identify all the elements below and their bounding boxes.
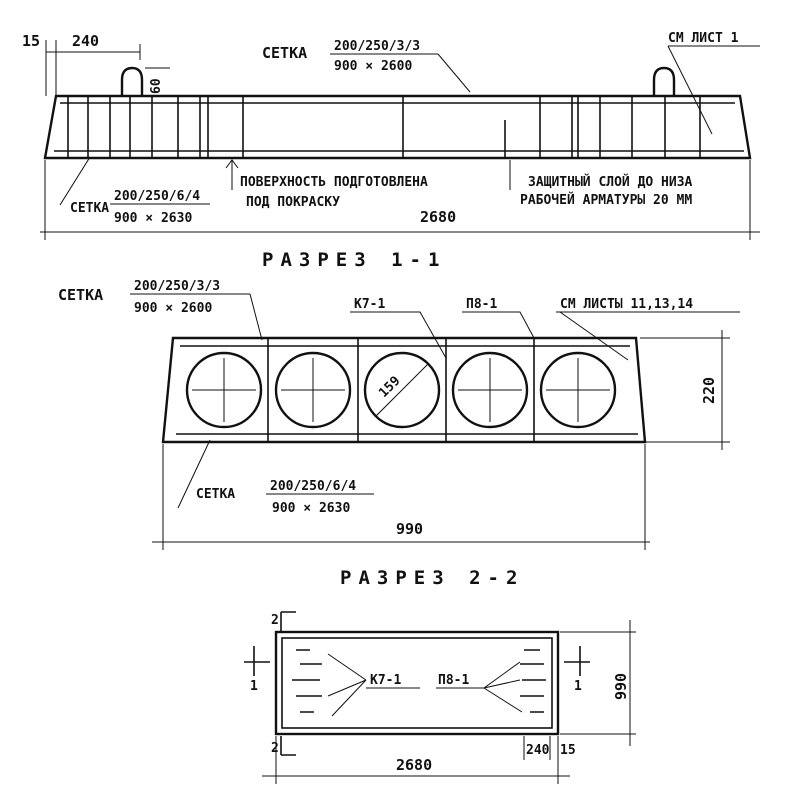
- surface-note-line1: ПОВЕРХНОСТЬ ПОДГОТОВЛЕНА: [240, 175, 428, 190]
- section-2-dim-240: 240: [526, 743, 550, 758]
- section-2-dim-2680: 2680: [396, 756, 432, 774]
- mesh-bottom-num: 200/250/6/4: [114, 189, 200, 204]
- section-2-2: РАЗРЕЗ 2-2 2 2 1 1 К7-1 П8-1 990 240 15 …: [244, 567, 636, 784]
- cut-mark-1-left: [244, 646, 270, 676]
- surface-arrow: [225, 159, 239, 190]
- k7-leader: [327, 653, 367, 717]
- void-hole-3: [363, 351, 441, 429]
- section-1-mesh-bottom-word: СЕТКА: [196, 487, 235, 502]
- cut-mark-2-bottom-label: 2: [271, 741, 279, 756]
- void-holes: [185, 351, 617, 429]
- mesh-top-num: 200/250/3/3: [334, 39, 420, 54]
- mesh-top-word: СЕТКА: [262, 44, 307, 62]
- section-1-mesh-top-den: 900 × 2600: [134, 301, 212, 316]
- slab-elevation: 15 240 60 СЕТКА 200/250/3/3 900 × 2600 С…: [22, 31, 760, 240]
- void-hole-1: [185, 351, 263, 429]
- cut-mark-1-right: [564, 646, 590, 676]
- cut-mark-1-right-label: 1: [574, 679, 582, 694]
- section-2-dim-990: 990: [612, 673, 630, 700]
- dim-60: 60: [149, 78, 164, 94]
- rebar-verticals: [67, 96, 701, 158]
- cover-note-line1: ЗАЩИТНЫЙ СЛОЙ ДО НИЗА: [528, 174, 693, 190]
- section-2-title: РАЗРЕЗ 2-2: [340, 567, 524, 589]
- cut-mark-2-bottom: [280, 736, 296, 756]
- mesh-top-leader: [437, 53, 471, 93]
- mesh-bottom-den: 900 × 2630: [114, 211, 192, 226]
- section-1-mesh-top-bar: [130, 293, 263, 341]
- ref-sheets-11-13-14: СМ ЛИСТЫ 11,13,14: [560, 297, 693, 312]
- slab-outline: [43, 94, 752, 160]
- section-1-1: РАЗРЕЗ 1-1 159 СЕТКА 200/250/3/3 900 × 2…: [58, 249, 740, 550]
- void-hole-5: [539, 351, 617, 429]
- lifting-loop-left: [120, 66, 144, 96]
- section-1-dim-width-line: [152, 444, 650, 550]
- section-2-plate-label: П8-1: [438, 673, 469, 688]
- dim-15: 15: [22, 32, 40, 50]
- section-1-dim-990: 990: [396, 520, 423, 538]
- section-2-dim-height-line: [560, 620, 636, 746]
- void-hole-2: [274, 351, 352, 429]
- section-2-dashes: [292, 649, 546, 713]
- section-1-mesh-bottom-den: 900 × 2630: [272, 501, 350, 516]
- section-2-frame-label: К7-1: [370, 673, 401, 688]
- plate-label-p8-1: П8-1: [466, 297, 497, 312]
- section-1-dim-height-line: [640, 330, 730, 450]
- dim-line-length: [40, 160, 760, 240]
- ref-sheet-1: СМ ЛИСТ 1: [668, 31, 739, 46]
- dim-line-60: [145, 67, 170, 97]
- section-1-title: РАЗРЕЗ 1-1: [262, 249, 446, 271]
- mesh-bottom-word: СЕТКА: [70, 201, 109, 216]
- ref-sheets-leader: [556, 311, 740, 361]
- surface-note-line2: ПОД ПОКРАСКУ: [246, 195, 340, 210]
- section-2-inner: [281, 637, 553, 729]
- p8-leader: [436, 661, 523, 713]
- cut-mark-2-top-label: 2: [271, 613, 279, 628]
- frame-label-k7-1: К7-1: [354, 297, 385, 312]
- plate-leader: [462, 311, 535, 339]
- hole-dim-159: 159: [376, 374, 403, 401]
- section-2-dim-length-line: [262, 736, 570, 784]
- mesh-bottom-leader: [59, 156, 91, 206]
- section-1-mesh-bottom-leader: [177, 439, 211, 509]
- section-1-mesh-top-num: 200/250/3/3: [134, 279, 220, 294]
- frame-leader: [350, 311, 447, 359]
- cut-mark-2-top: [280, 611, 296, 632]
- dim-line-top-left: [45, 40, 141, 96]
- mesh-top-den: 900 × 2600: [334, 59, 412, 74]
- dim-2680-top: 2680: [420, 208, 456, 226]
- section-1-dim-220: 220: [700, 377, 718, 404]
- dim-240: 240: [72, 32, 99, 50]
- section-1-inner-lines: [176, 345, 638, 435]
- section-1-ribs: [267, 338, 535, 442]
- cover-note-line2: РАБОЧЕЙ АРМАТУРЫ 20 ММ: [520, 192, 692, 208]
- section-1-mesh-bottom-num: 200/250/6/4: [270, 479, 356, 494]
- section-2-dim-15: 15: [560, 743, 576, 758]
- void-hole-4: [451, 351, 529, 429]
- section-2-outline: [274, 630, 560, 736]
- cut-mark-1-left-label: 1: [250, 679, 258, 694]
- section-1-mesh-top-word: СЕТКА: [58, 286, 103, 304]
- ref-sheet-leader: [667, 45, 760, 135]
- lifting-loop-right: [652, 66, 676, 96]
